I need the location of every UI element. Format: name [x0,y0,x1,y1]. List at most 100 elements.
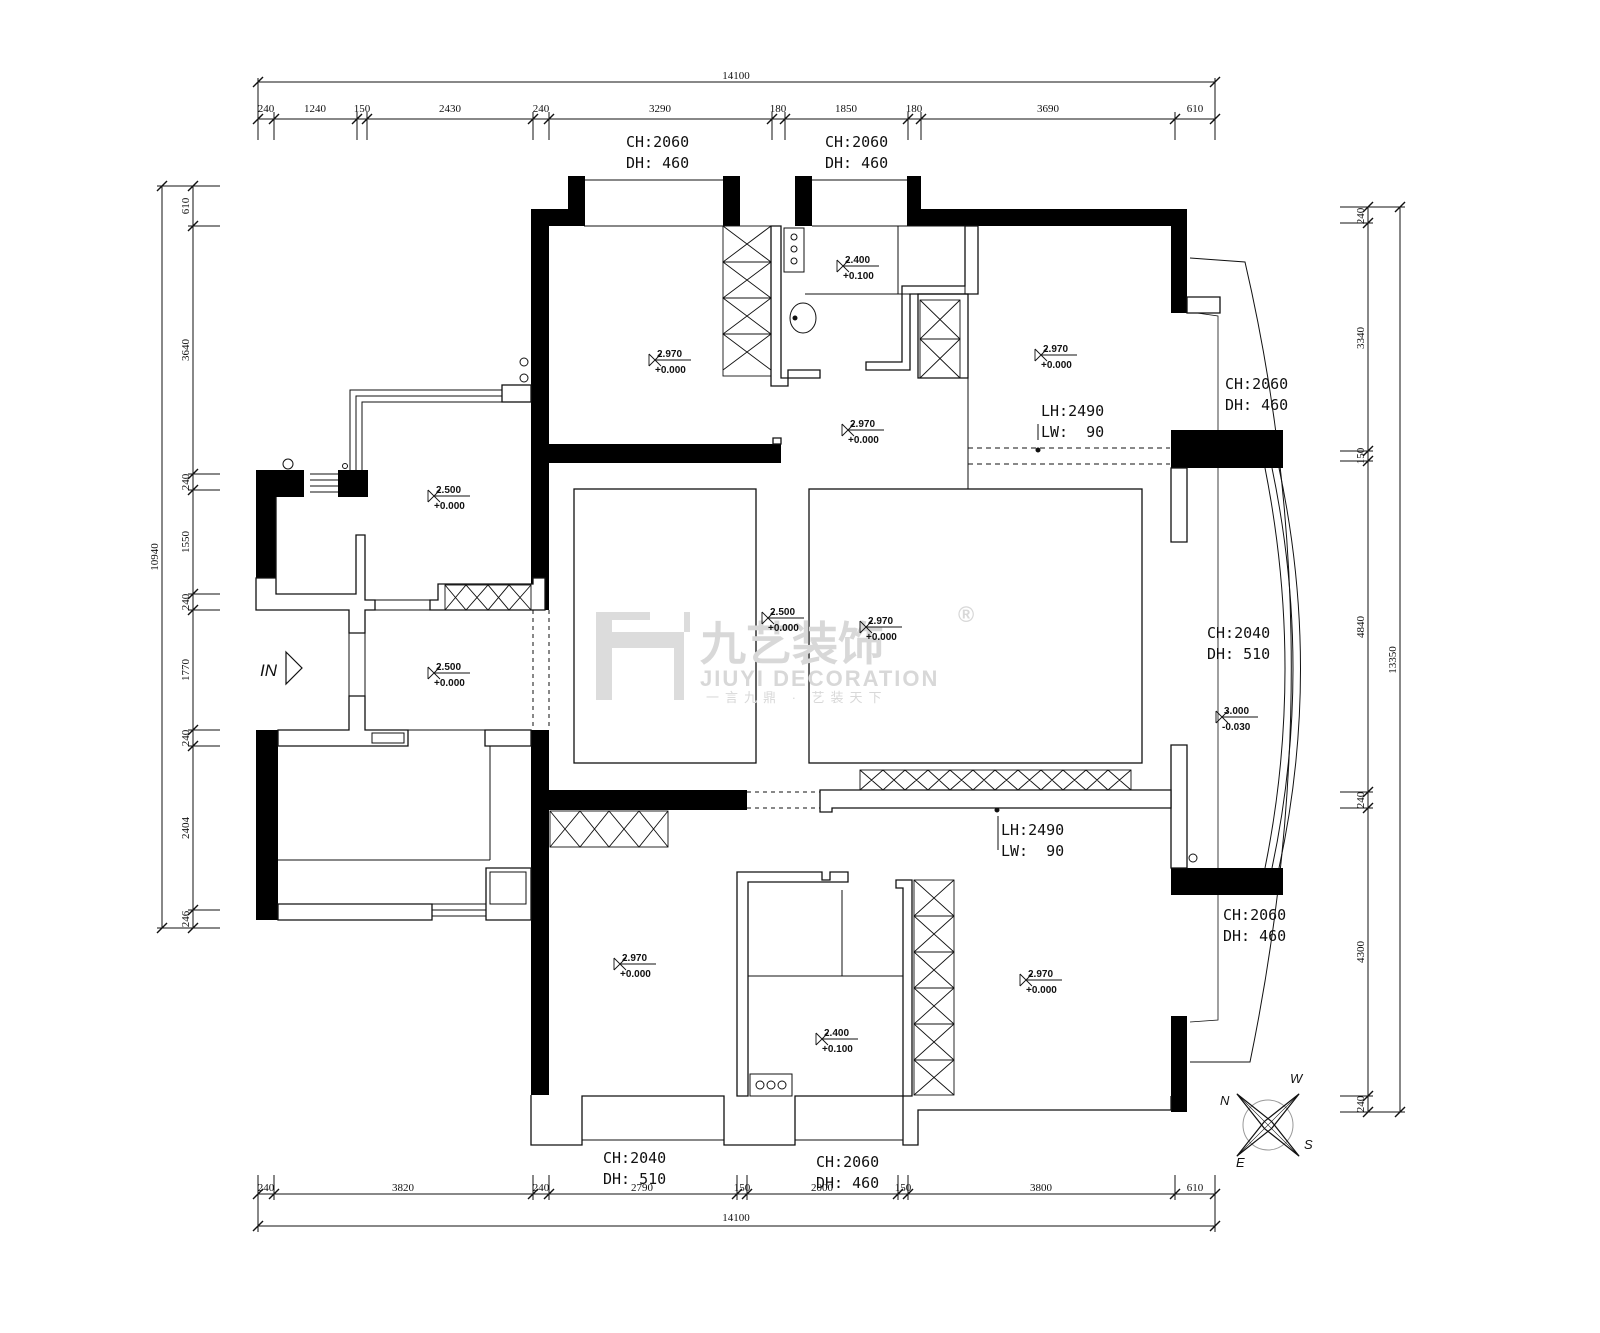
right-segment-dims: 240 3340 150 4840 240 4300 240 [1355,207,1367,1112]
light-lh-1: LH:2490 [1041,402,1104,420]
floor-level: +0.000 [655,365,686,376]
left-dim-2: 240 [180,473,192,490]
floor-level: +0.000 [434,501,465,512]
top-total-dim: 14100 [722,70,750,82]
window-ch-6: CH:2040 [603,1149,666,1167]
closets [444,225,1132,1096]
entry-arrow-icon [285,650,303,686]
ceiling-height: 2.500 [436,485,461,496]
top-dim-4: 240 [533,103,550,115]
left-dim-5: 1770 [180,659,192,682]
top-dim-5: 3290 [649,103,672,115]
top-dim-2: 150 [354,103,371,115]
level-marker: 2.500 +0.000 [761,607,804,634]
window-dh-5: DH: 460 [1223,927,1286,945]
ceiling-height: 2.970 [868,616,893,627]
bottom-dim-2: 240 [533,1182,550,1194]
ceiling-height: 2.500 [436,662,461,673]
ceiling-height: 2.500 [770,607,795,618]
bottom-dim-5: 2000 [811,1182,834,1194]
bottom-dim-4: 150 [734,1182,751,1194]
window-ch-2: CH:2060 [825,133,888,151]
left-dim-7: 2404 [180,817,192,840]
stove-icon-2 [749,1073,793,1097]
window-note-1: CH:2060 DH: 460 [626,133,689,172]
window-dh-6: DH: 510 [603,1170,666,1188]
ceiling-height: 3.000 [1224,706,1249,717]
right-total-dim: 13350 [1387,646,1399,674]
top-dim-3: 2430 [439,103,462,115]
window-dh-1: DH: 460 [626,154,689,172]
window-note-2: CH:2060 DH: 460 [825,133,888,172]
floor-level: +0.000 [1041,360,1072,371]
level-marker: 3.000 -0.030 [1215,706,1258,733]
level-markers: 2.970+0.0002.400+0.1002.970+0.0002.500+0… [427,255,1258,1055]
top-dim-8: 180 [906,103,923,115]
window-dh-3: DH: 460 [1225,396,1288,414]
right-dim-4: 240 [1355,791,1367,808]
level-marker: 2.500 +0.000 [427,485,470,512]
compass-w: W [1290,1071,1304,1086]
floor-level: -0.030 [1222,722,1251,733]
right-dim-5: 4300 [1355,941,1367,964]
compass-s: S [1304,1137,1313,1152]
top-dim-ticks [252,76,1221,125]
entry-arrow: IN [260,650,303,686]
bottom-dim-8: 610 [1187,1182,1204,1194]
level-marker: 2.500 +0.000 [427,662,470,689]
light-notes: LH:2490 LW: 90 LH:2490 LW: 90 [997,402,1104,860]
bottom-segment-dims: 240 3820 240 2790 150 2000 150 3800 610 [258,1182,1204,1194]
compass-n: N [1220,1093,1230,1108]
window-note-6: CH:2040 DH: 510 [603,1149,666,1188]
top-dim-1: 1240 [304,103,327,115]
right-dim-2: 150 [1355,447,1367,464]
ceiling-height: 2.970 [1043,344,1068,355]
window-ch-4: CH:2040 [1207,624,1270,642]
watermark: 九艺装饰 JIUYI DECORATION 一言九鼎 · 艺装天下 ® [596,602,974,705]
ceiling-height: 2.400 [845,255,870,266]
level-marker: 2.970+0.000 [859,616,902,643]
left-dim-3: 1550 [180,531,192,554]
top-dim-6: 180 [770,103,787,115]
floor-level: +0.000 [1026,985,1057,996]
top-dimensions [257,78,1216,140]
window-note-3: CH:2060 DH: 460 [1225,375,1288,414]
jiuyi-logo-icon [596,612,690,700]
floor-level: +0.000 [768,623,799,634]
window-note-5: CH:2060 DH: 460 [1223,906,1286,945]
window-dh-2: DH: 460 [825,154,888,172]
bottom-dim-1: 3820 [392,1182,415,1194]
right-dim-ticks [1362,201,1406,1118]
window-note-7: CH:2060 DH: 460 [816,1153,879,1192]
stove-icon [783,227,805,273]
light-lh-2: LH:2490 [1001,821,1064,839]
top-dim-9: 3690 [1037,103,1060,115]
compass-ring-icon [1242,1099,1294,1151]
watermark-slogan: 一言九鼎 · 艺装天下 [706,690,888,705]
walls [256,176,1283,1112]
floor-level: +0.000 [848,435,879,446]
floor-level: +0.000 [434,678,465,689]
left-dim-ticks [156,180,199,934]
right-dim-0: 240 [1355,207,1367,224]
bottom-total-dim: 14100 [722,1212,750,1224]
level-marker: 2.970+0.000 [648,349,691,376]
left-dimensions [157,185,220,929]
floor-level: +0.100 [822,1044,853,1055]
floor-level: +0.100 [843,271,874,282]
window-dh-7: DH: 460 [816,1174,879,1192]
top-dim-7: 1850 [835,103,858,115]
left-dim-0: 610 [180,197,192,214]
bottom-dim-0: 240 [258,1182,275,1194]
ceiling-height: 2.970 [622,953,647,964]
washbasin-icon [789,302,817,334]
top-dim-0: 240 [258,103,275,115]
ceiling-height: 2.970 [1028,969,1053,980]
thin-lines [277,179,1301,1141]
window-dh-4: DH: 510 [1207,645,1270,663]
left-dim-8: 246 [180,910,192,927]
bottom-dim-6: 150 [895,1182,912,1194]
level-marker: 2.970+0.000 [841,419,884,446]
level-marker: 2.400 +0.100 [836,255,879,282]
